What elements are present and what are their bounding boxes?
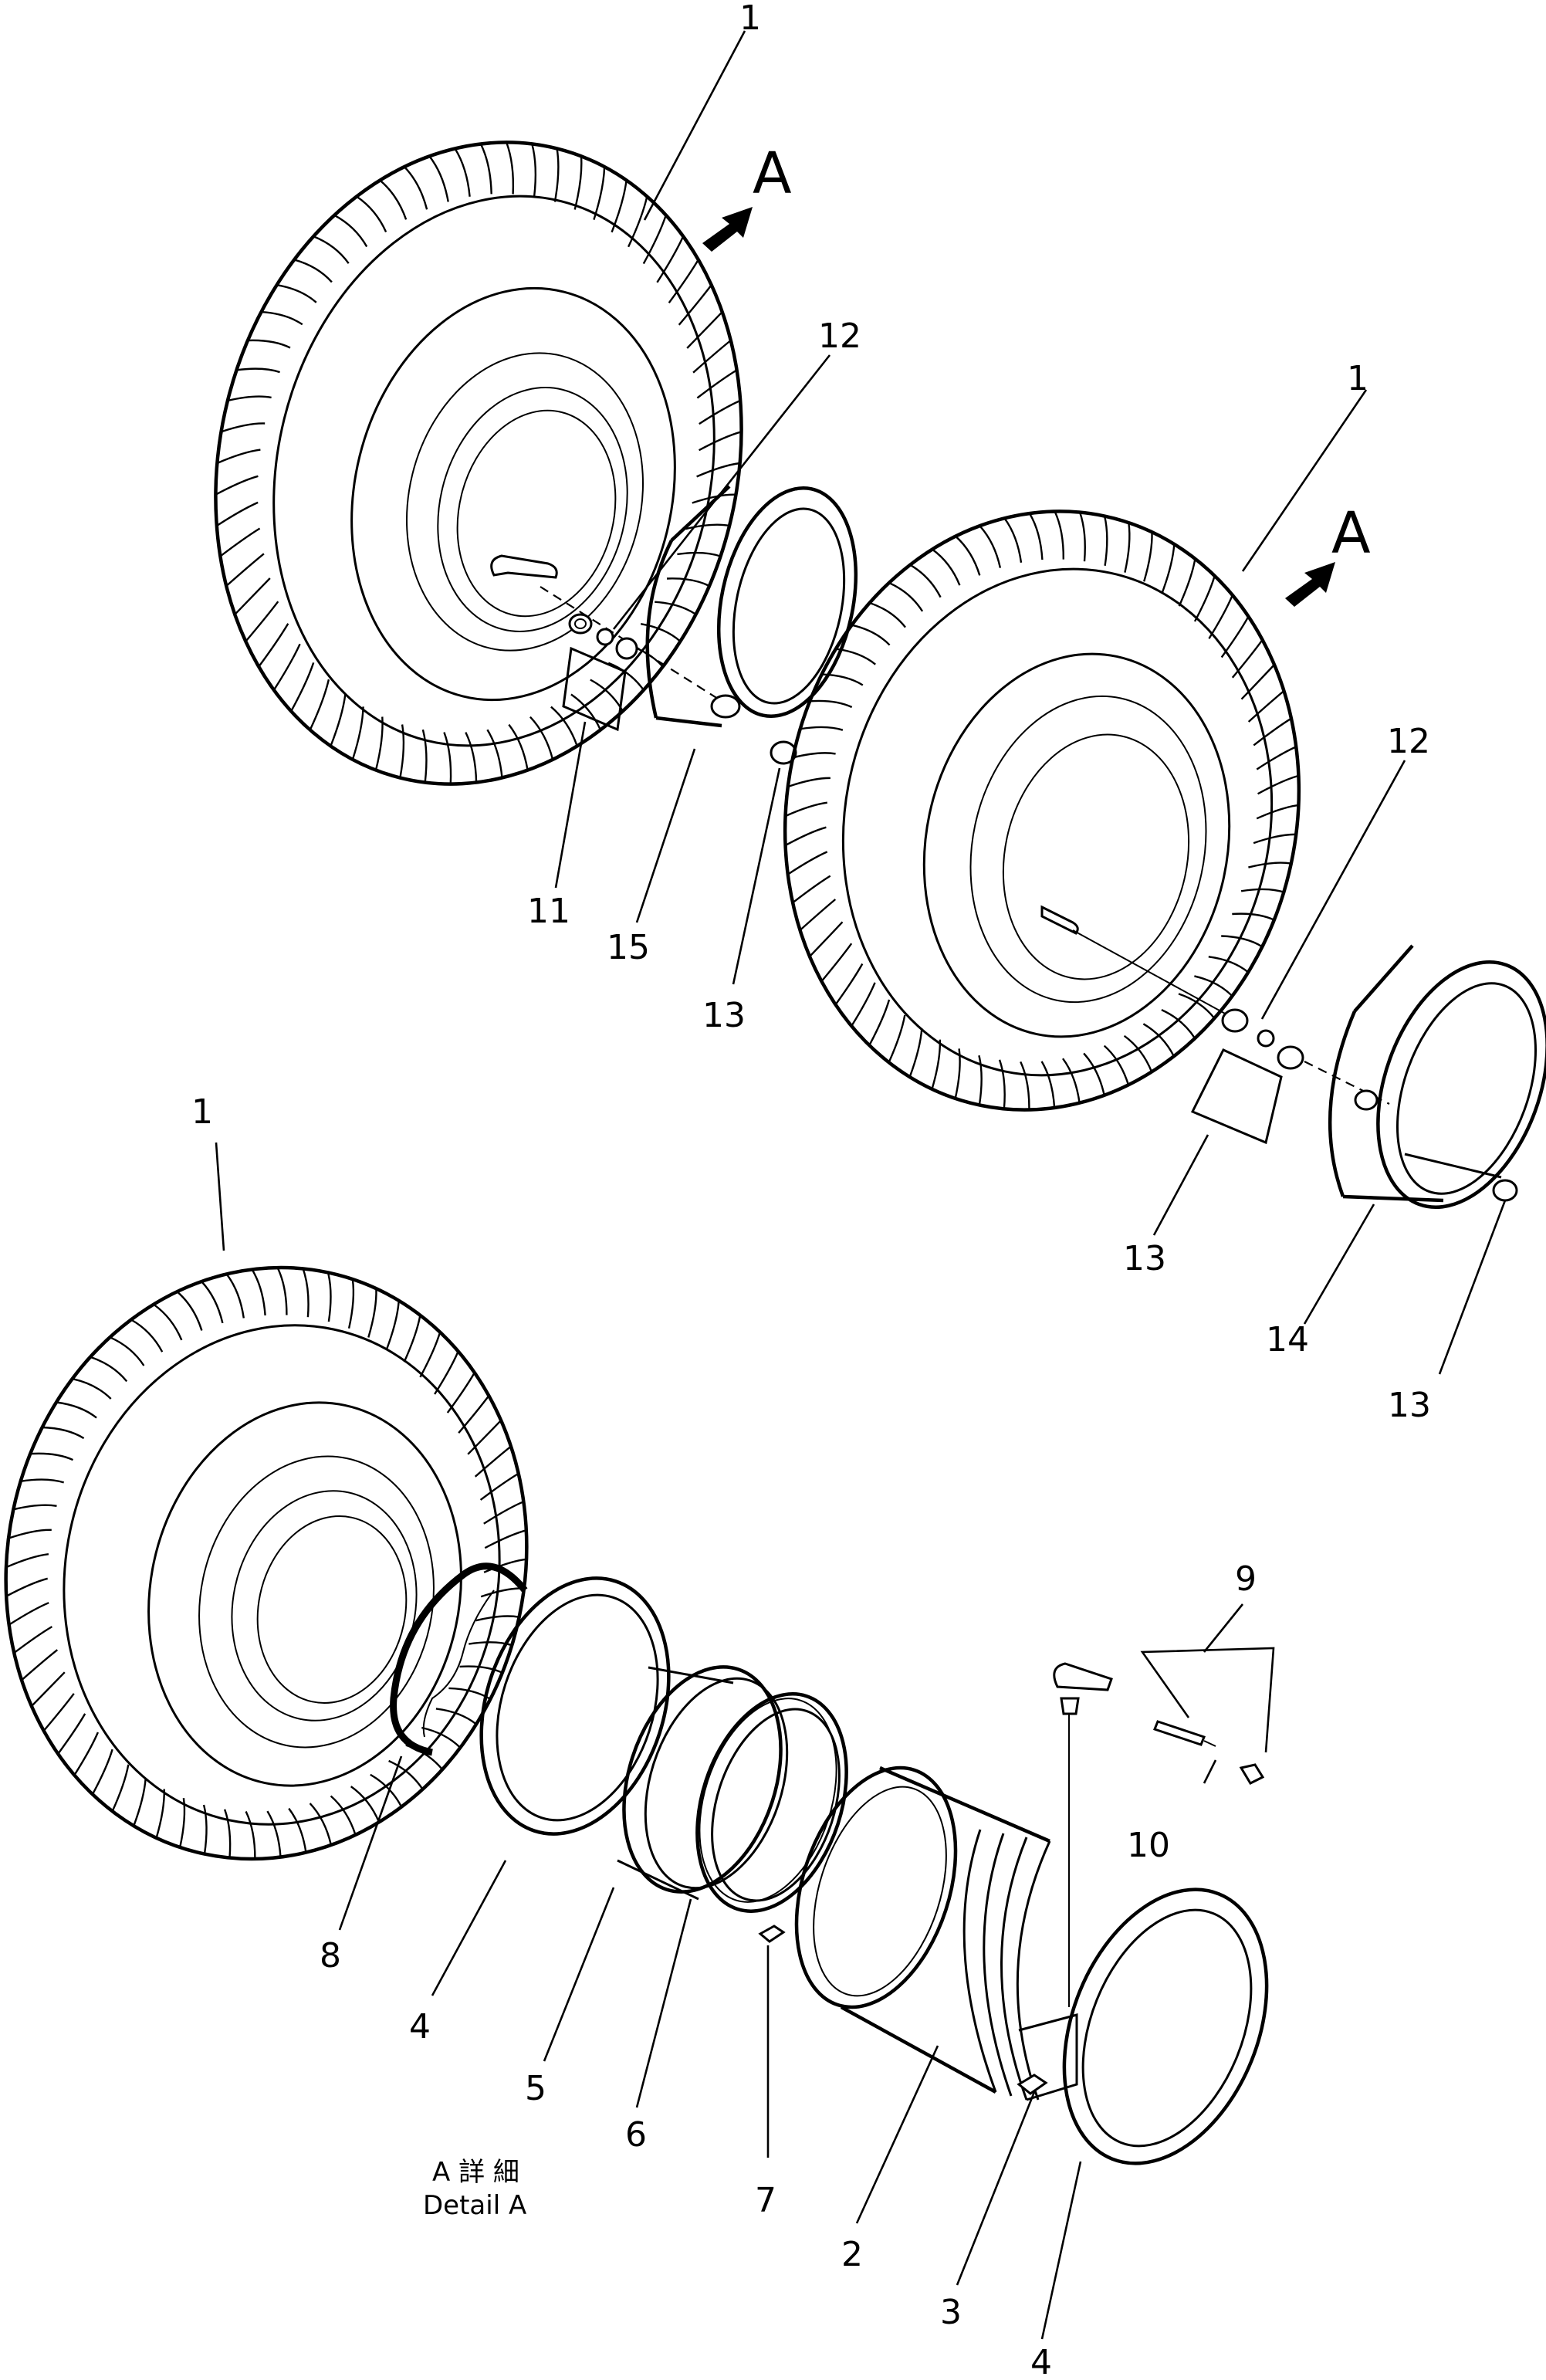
- nut-icon: [562, 613, 638, 732]
- callout-9: 9: [1235, 1559, 1257, 1599]
- callout-6: 6: [625, 2115, 647, 2155]
- lock-ring-4b: [1062, 1887, 1269, 2165]
- valve-icon: [1040, 905, 1390, 1105]
- detail-caption-jp: A 詳 細: [432, 2157, 519, 2188]
- callout-7: 7: [755, 2181, 776, 2220]
- callout-12: 12: [818, 317, 861, 356]
- valve-icon: [490, 554, 719, 699]
- callout-3: 3: [940, 2293, 962, 2332]
- callout-A: A: [753, 140, 792, 207]
- callout-10: 10: [1127, 1826, 1170, 1865]
- tire-icon: [214, 140, 743, 786]
- callout-5: 5: [525, 2069, 546, 2108]
- callout-1: 1: [191, 1092, 213, 1132]
- callout-13: 13: [1123, 1239, 1166, 1278]
- detail-caption-en: Detail A: [423, 2190, 526, 2221]
- top-tire-assembly: 1 A 12 11 15 13: [214, 0, 861, 1035]
- key-7: [758, 1925, 786, 1943]
- rim-base-2: [794, 1766, 1078, 2101]
- callout-A: A: [1331, 500, 1371, 567]
- middle-tire-assembly: 1 A 12 13 14 13: [783, 359, 1546, 1425]
- o-ring-8: [390, 1562, 528, 1756]
- arrow-icon: [1285, 562, 1335, 607]
- rim-band-15: [645, 485, 858, 765]
- arrow-icon: [702, 207, 753, 252]
- callout-13: 13: [1388, 1386, 1431, 1425]
- callout-14: 14: [1266, 1320, 1309, 1359]
- callout-4: 4: [1030, 2343, 1052, 2380]
- callout-2: 2: [841, 2235, 863, 2274]
- side-ring-5: [617, 1665, 789, 1901]
- nut-icon: [1190, 1008, 1518, 1202]
- callout-4: 4: [409, 2007, 431, 2047]
- callout-11: 11: [527, 892, 570, 931]
- callout-12: 12: [1387, 722, 1430, 761]
- callout-1: 1: [1347, 359, 1368, 398]
- tire-icon: [783, 510, 1301, 1112]
- lock-ring-4: [479, 1576, 671, 1836]
- callout-8: 8: [320, 1936, 341, 1975]
- callout-13: 13: [702, 996, 746, 1035]
- tire-icon: [4, 1265, 529, 1861]
- valve-icon: [1053, 1662, 1265, 2007]
- bead-seat-band-6: [695, 1692, 848, 1913]
- callout-15: 15: [607, 928, 650, 967]
- detail-a-assembly: 1 9 10 8 4 5 6 7 2 3 4 A 詳 細 Detail A: [4, 1092, 1275, 2380]
- callout-1: 1: [739, 0, 761, 38]
- rim-band-14: [1328, 944, 1546, 1210]
